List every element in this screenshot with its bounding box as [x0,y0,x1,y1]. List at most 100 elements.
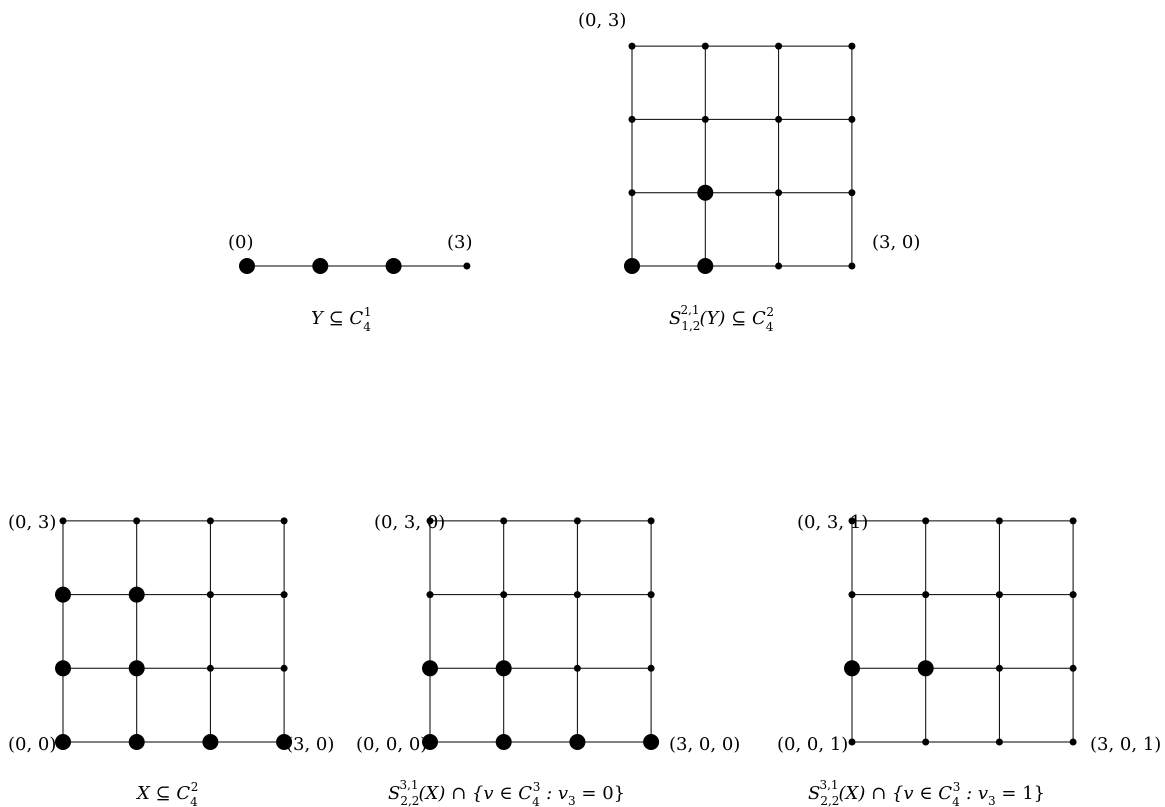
x-grid-node-3-0-selected [276,734,293,750]
s-x-slice-1-caption-rest: (X) ∩ {v ∈ C [839,783,953,804]
x-grid-node-2-3 [206,517,214,525]
x-grid-node-3-3 [280,517,288,525]
s-x-slice-1-caption-c-sub: 4 [952,795,960,807]
x-grid-node-1-1-selected [128,660,145,677]
s-x-slice-1-caption-tail: : v [960,783,988,804]
s-x-slice-1-nodes [844,517,1077,746]
s-x-slice-1-node-3-3 [1069,517,1077,525]
s-x-slice-0-node-2-1 [573,664,581,672]
s-x-slice-0-caption-c-sup: 3 [533,780,541,794]
s-x-slice-0-node-0-1-selected [422,660,438,677]
x-grid-nodes [55,517,293,750]
y-line-caption-sup: 1 [364,305,372,319]
y-line-node-3 [463,262,471,270]
s-x-slice-0-node-0-0-selected [422,734,438,750]
s-x-slice-0-caption: S2,23,1(X) ∩ {v ∈ C43 : v3 = 0} [388,778,625,807]
s-x-slice-1-node-1-0 [922,738,930,746]
s-x-slice-0-node-2-3 [573,517,581,525]
s-y-grid-node-3-1 [848,189,856,197]
x-grid-caption: X ⊆ C42 [135,780,198,807]
s-x-slice-1-node-2-1 [995,664,1003,672]
x-grid-bottom-right-label: (3, 0) [286,734,334,755]
s-x-slice-0-bottom-right-label: (3, 0, 0) [669,734,740,755]
s-x-slice-1-top-left-label: (0, 3, 1) [797,512,868,533]
s-x-slice-0-bottom-left-label: (0, 0, 0) [356,734,427,755]
s-x-slice-0-caption-end: = 0} [576,783,625,804]
x-grid-caption-sup: 2 [191,780,199,794]
x-grid-node-0-0-selected [55,734,71,750]
s-x-slice-1-diagram: (0, 3, 1) (0, 0, 1) (3, 0, 1) S2,23,1(X)… [777,512,1161,807]
s-x-slice-1-node-1-3 [922,517,930,525]
s-x-slice-0-node-1-2 [500,591,508,599]
s-x-slice-1-caption-c-sup: 3 [953,780,961,794]
s-y-grid-caption-s-sub: 1,2 [681,319,700,333]
x-grid-node-1-0-selected [128,734,145,750]
s-x-slice-0-node-2-0-selected [569,734,586,750]
x-grid-caption-sub: 4 [190,795,198,807]
s-y-grid-nodes [624,42,856,274]
s-x-slice-0-top-left-label: (0, 3, 0) [374,512,445,533]
x-grid-node-3-2 [280,591,288,599]
s-x-slice-0-caption-v-sub: 3 [568,794,576,807]
s-x-slice-1-edges [851,520,1074,743]
y-line-caption-sub: 4 [363,320,371,334]
s-x-slice-0-node-1-0-selected [495,734,512,750]
s-y-grid-node-1-2 [701,115,709,123]
x-grid-node-0-1-selected [55,660,71,677]
y-line-right-label: (3) [447,232,473,253]
s-y-grid-caption-rest: (Y) ⊆ C [700,308,766,329]
s-x-slice-0-node-1-3 [500,517,508,525]
x-grid-node-2-2 [206,591,214,599]
s-x-slice-0-caption-s-sub: 2,2 [400,794,419,807]
s-y-grid-node-2-1 [775,189,783,197]
s-y-grid-node-1-3 [701,42,709,50]
s-x-slice-0-caption-s-sup: 3,1 [399,778,418,792]
s-x-slice-1-node-3-2 [1069,591,1077,599]
s-x-slice-0-caption-tail: : v [540,783,568,804]
s-y-grid-node-1-0-selected [697,258,714,274]
s-x-slice-0-node-3-2 [647,591,655,599]
x-grid-diagram: (0, 3) (0, 0) (3, 0) X ⊆ C42 [8,512,334,807]
x-grid-node-0-2-selected [55,586,71,603]
y-line-node-2-selected [385,258,402,274]
x-grid-node-3-1 [280,664,288,672]
s-y-grid-node-0-0-selected [624,258,640,274]
x-grid-bottom-left-label: (0, 0) [8,734,56,755]
s-x-slice-1-node-1-1-selected [917,660,934,677]
s-x-slice-1-node-3-0 [1069,738,1077,746]
s-x-slice-1-node-2-2 [995,591,1003,599]
s-y-grid-node-2-0 [775,262,783,270]
s-y-grid-node-1-1-selected [697,184,714,201]
x-grid-node-2-1 [206,664,214,672]
s-x-slice-1-caption-end: = 1} [996,783,1045,804]
s-y-grid-node-2-2 [775,115,783,123]
s-x-slice-0-edges [429,520,652,743]
s-x-slice-1-node-0-0 [848,738,856,746]
y-line-caption-main: Y ⊆ C [311,308,363,329]
s-y-grid-node-2-3 [775,42,783,50]
s-x-slice-1-node-1-2 [922,591,930,599]
s-x-slice-0-node-3-1 [647,664,655,672]
s-x-slice-0-node-3-3 [647,517,655,525]
s-x-slice-0-node-3-0-selected [643,734,660,750]
s-y-grid-node-0-2 [628,115,636,123]
s-y-grid-node-3-3 [848,42,856,50]
s-x-slice-1-bottom-right-label: (3, 0, 1) [1090,734,1161,755]
s-y-grid-caption-s-sup: 2,1 [680,303,699,317]
x-grid-caption-main: X ⊆ C [135,783,190,804]
s-x-slice-1-caption-s: S [808,783,820,804]
s-y-grid-node-0-3 [628,42,636,50]
x-grid-node-2-0-selected [202,734,219,750]
s-x-slice-0-nodes [422,517,660,750]
x-grid-node-1-3 [133,517,141,525]
s-y-grid-edges [631,45,853,267]
s-x-slice-1-caption: S2,23,1(X) ∩ {v ∈ C43 : v3 = 1} [808,778,1045,807]
s-y-grid-node-3-2 [848,115,856,123]
y-line-diagram: (0) (3) Y ⊆ C41 [228,232,473,334]
s-x-slice-1-caption-s-sub: 2,2 [820,794,839,807]
s-x-slice-1-node-0-1-selected [844,660,860,677]
s-x-slice-0-node-2-2 [573,591,581,599]
s-y-grid-caption-c-sup: 2 [766,305,774,319]
s-x-slice-1-node-2-0 [995,738,1003,746]
y-line-node-0-selected [239,258,255,274]
